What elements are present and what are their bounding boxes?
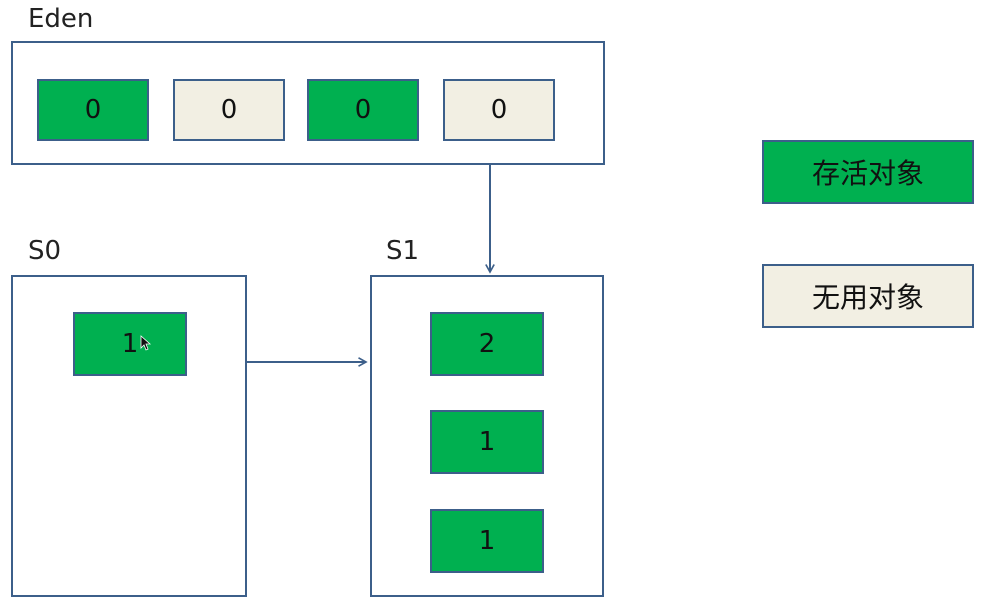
legend-dead-label: 无用对象 — [811, 281, 924, 314]
s1-region: 2 1 1 — [370, 275, 604, 597]
eden-object-3: 0 — [307, 79, 419, 141]
eden-object-4: 0 — [443, 79, 555, 141]
mouse-cursor-icon — [140, 335, 152, 351]
legend-alive: 存活对象 — [762, 140, 974, 204]
s0-region: 1 — [11, 275, 247, 597]
legend-dead: 无用对象 — [762, 264, 974, 328]
eden-object-1: 0 — [37, 79, 149, 141]
s1-object-1: 2 — [430, 312, 544, 376]
eden-region: 0 0 0 0 — [11, 41, 605, 165]
s0-object-1: 1 — [73, 312, 187, 376]
eden-object-2: 0 — [173, 79, 285, 141]
eden-label: Eden — [28, 4, 94, 34]
s1-object-2: 1 — [430, 410, 544, 474]
s1-object-3: 1 — [430, 509, 544, 573]
s1-label: S1 — [386, 236, 420, 266]
s0-label: S0 — [28, 236, 62, 266]
legend-alive-label: 存活对象 — [811, 157, 924, 190]
